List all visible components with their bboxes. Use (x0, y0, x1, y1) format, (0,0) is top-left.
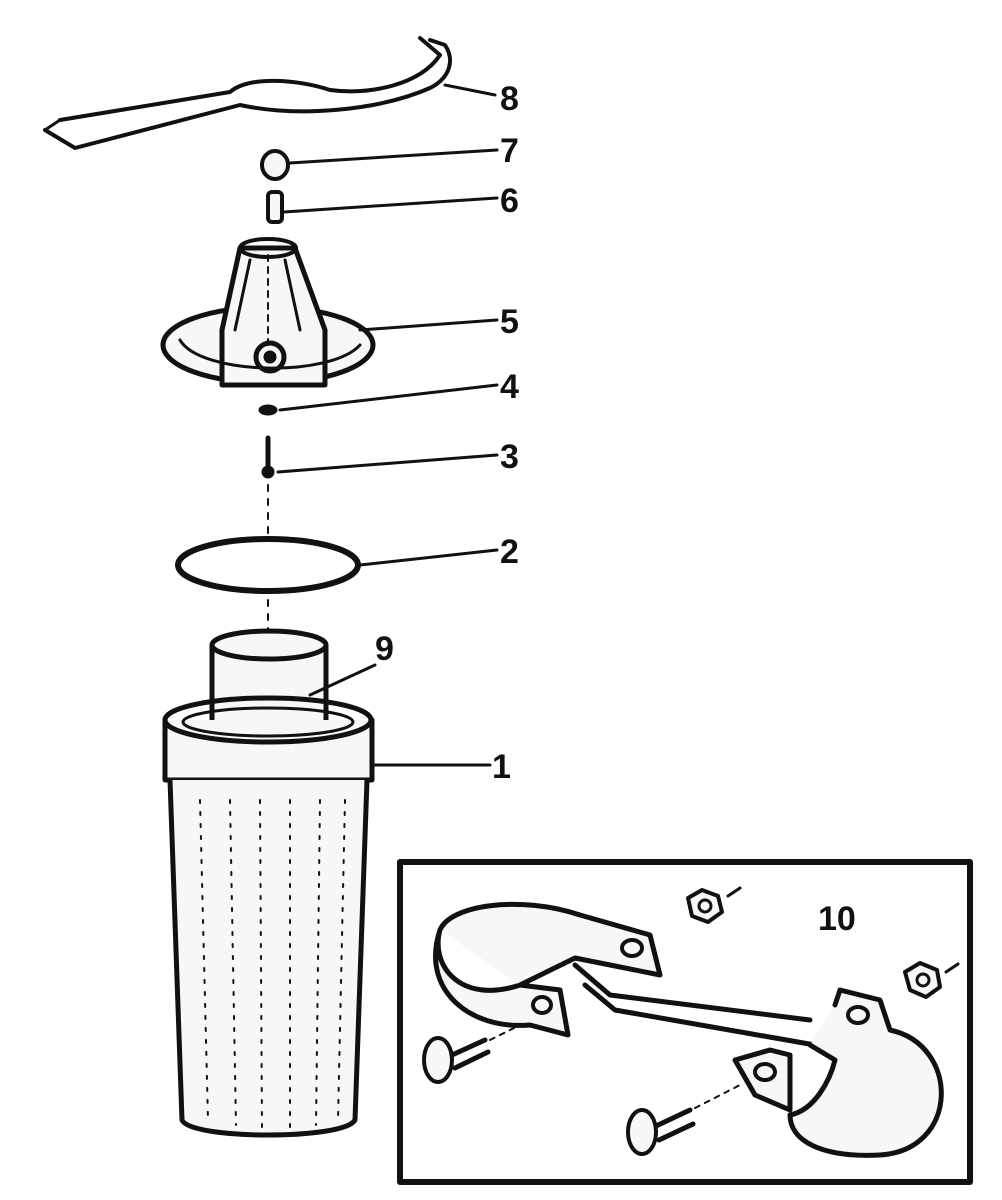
callout-9: 9 (375, 630, 394, 668)
callout-10: 10 (818, 900, 856, 938)
callout-3: 3 (500, 438, 519, 476)
callout-7: 7 (500, 132, 519, 170)
part-3-screw (261, 435, 275, 541)
part-7-cap (260, 149, 290, 181)
leader-lines (276, 83, 499, 767)
part-2-o-ring (175, 536, 361, 636)
callout-6: 6 (500, 182, 519, 220)
callout-2: 2 (500, 533, 519, 571)
part-1-housing-sump (162, 695, 375, 1138)
callout-labels: 8 7 6 5 4 3 2 9 1 10 (375, 80, 856, 938)
hex-nut-lower (903, 961, 960, 999)
carriage-bolt-left (422, 1024, 521, 1084)
callout-1: 1 (492, 748, 511, 786)
part-5-filter-head (160, 237, 376, 388)
part-8-wrench (43, 36, 452, 150)
part-10-mounting-bracket-kit (397, 859, 973, 1185)
hex-nut-upper (686, 886, 742, 924)
part-6-pin (266, 190, 284, 224)
callout-5: 5 (500, 303, 519, 341)
callout-4: 4 (500, 368, 519, 406)
part-4-washer (258, 404, 278, 416)
carriage-bolt-right (626, 1084, 741, 1156)
callout-8: 8 (500, 80, 519, 118)
